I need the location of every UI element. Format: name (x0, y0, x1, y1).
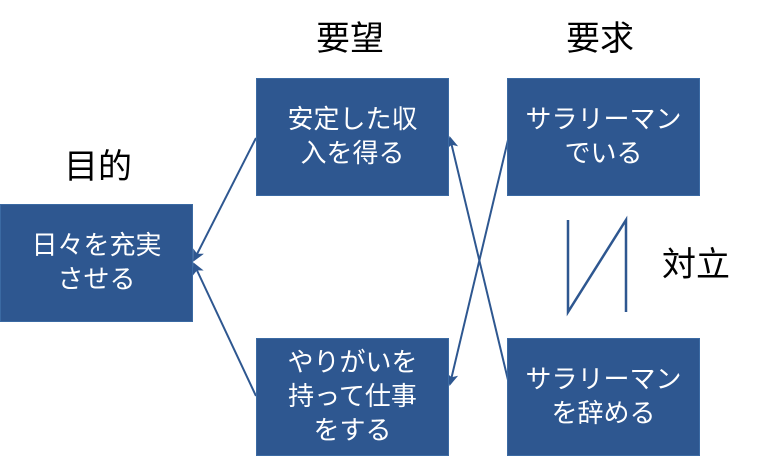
box-stay-salaryman-line-2: でいる (564, 139, 643, 169)
box-rewarding-work-line-1: やりがいを (287, 348, 418, 378)
heading-desire: 要望 (316, 19, 384, 59)
box-quit-salaryman-line-1: サラリーマン (525, 365, 682, 395)
box-stable-income: 安定した収 入を得る (256, 78, 449, 196)
box-goal-line-1: 日々を充実 (31, 231, 162, 261)
box-goal: 日々を充実 させる (0, 204, 193, 322)
link-rewarding-work-to-stay (446, 139, 509, 386)
heading-conflict: 対立 (662, 245, 730, 285)
link-goal-to-stable-income (193, 137, 257, 262)
box-quit-salaryman-line-2: を辞める (551, 399, 656, 429)
box-stable-income-line-1: 安定した収 (287, 105, 418, 135)
box-stay-salaryman: サラリーマン でいる (507, 78, 700, 196)
box-stable-income-line-2: 入を得る (300, 139, 405, 169)
box-rewarding-work-line-2: 持って仕事 (288, 382, 417, 412)
link-goal-to-rewarding-work (192, 262, 257, 397)
box-rewarding-work: やりがいを 持って仕事 をする (256, 338, 449, 456)
heading-requirement: 要求 (566, 19, 634, 59)
box-rewarding-work-line-3: をする (313, 416, 392, 446)
box-goal-line-2: させる (57, 265, 136, 295)
box-quit-salaryman: サラリーマン を辞める (507, 338, 700, 456)
conflict-mark (566, 215, 628, 317)
box-stay-salaryman-line-1: サラリーマン (525, 105, 682, 135)
heading-purpose: 目的 (64, 147, 132, 187)
